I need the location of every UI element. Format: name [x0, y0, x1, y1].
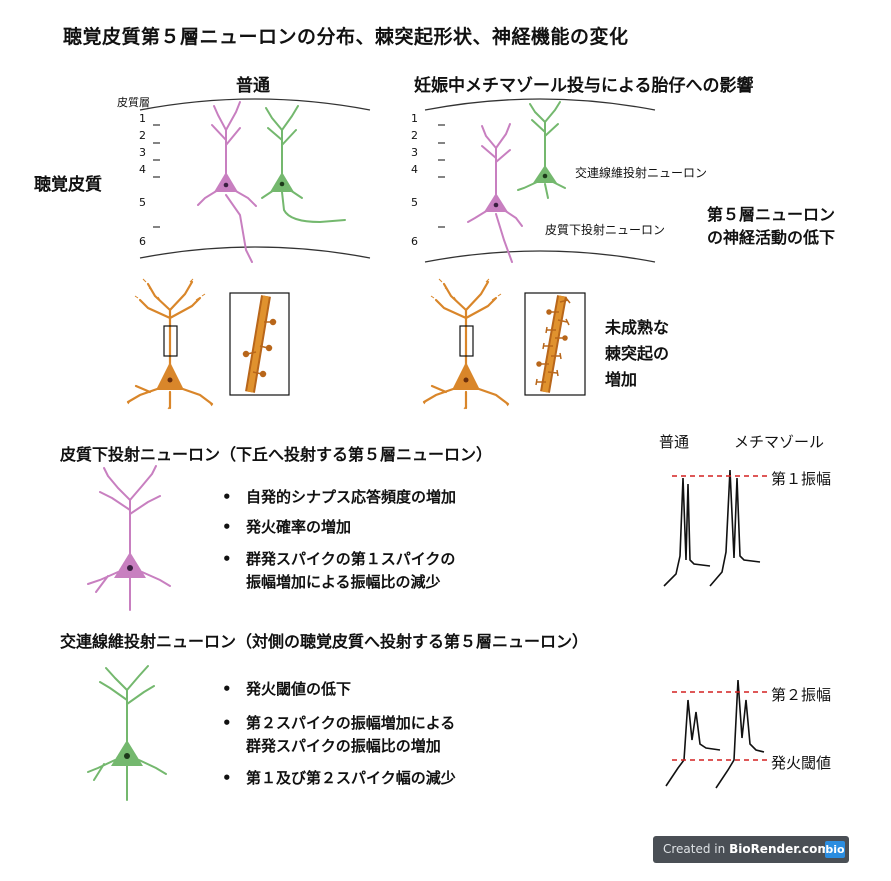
badge-created-text: Created in — [663, 842, 730, 856]
cortex-bottom-right — [424, 250, 656, 263]
green-neuron-section2 — [87, 665, 167, 801]
layer-number: 6 — [139, 235, 146, 248]
section1-bullet-2: 発火確率の増加 — [246, 518, 352, 536]
green-neuron-normal — [261, 105, 346, 224]
section2-bullet-3: 第１及び第２スパイク幅の減少 — [246, 769, 456, 787]
layer-number: 2 — [139, 129, 146, 142]
activity-note-line2: の神経活動の低下 — [707, 228, 836, 247]
trace-callosal — [665, 679, 765, 789]
dendrite-zoom-mz-core — [542, 295, 565, 393]
layer-number: 2 — [411, 129, 418, 142]
layer-number: 5 — [411, 196, 418, 209]
section1-bullet-dot: • — [222, 488, 232, 506]
pink-neuron-normal — [197, 101, 257, 263]
badge-text: Created in BioRender.com — [663, 842, 830, 856]
cortex-surface-right — [424, 98, 656, 111]
pink-neuron-section1 — [87, 465, 171, 611]
layer-ticks-right — [438, 124, 445, 228]
pink-nucleus-mz — [493, 202, 499, 208]
pink-nucleus-normal — [223, 182, 229, 188]
orange-fuzz-normal — [127, 278, 213, 410]
pink-soma-mz — [484, 193, 508, 212]
orange-nucleus-mz — [463, 377, 469, 383]
layer-number: 1 — [139, 112, 146, 125]
trace-subcortical — [663, 469, 761, 587]
section2-title: 交連線維投射ニューロン（対側の聴覚皮質へ投射する第５層ニューロン） — [60, 632, 589, 651]
section1-bullet-3a: 群発スパイクの第１スパイクの — [246, 550, 456, 568]
amp1-label: 第１振幅 — [771, 470, 832, 488]
section2-bullet-dot: • — [222, 680, 232, 698]
pink-neuron-mz — [467, 123, 523, 263]
section1-bullet-3b: 振幅増加による振幅比の減少 — [246, 573, 441, 591]
orange-nucleus-normal — [167, 377, 173, 383]
trace-header-normal: 普通 — [659, 433, 690, 451]
section1-bullet-dot: • — [222, 518, 232, 536]
green-nucleus-normal — [279, 181, 285, 187]
layer-number: 5 — [139, 196, 146, 209]
activity-note-line1: 第５層ニューロン — [707, 205, 836, 224]
subcortical-neuron-label: 皮質下投射ニューロン — [545, 223, 666, 237]
section2-bullet-2b: 群発スパイクの振幅比の増加 — [246, 737, 441, 755]
orange-fuzz-mz — [423, 278, 509, 410]
green-nucleus-section2 — [124, 753, 130, 759]
section2-bullet-1: 発火閾値の低下 — [246, 680, 352, 698]
panel-title-normal: 普通 — [236, 76, 270, 96]
orange-neuron-mz — [422, 280, 510, 410]
threshold-label: 発火閾値 — [771, 754, 832, 772]
orange-soma-mz — [452, 362, 480, 390]
badge-brand-text: BioRender.com — [729, 842, 830, 856]
spine-note-line2: 棘突起の — [605, 344, 670, 363]
zoom-box-normal — [163, 325, 178, 357]
layer-number: 1 — [411, 112, 418, 125]
spine-note-line3: 増加 — [605, 370, 638, 389]
figure-title: 聴覚皮質第５層ニューロンの分布、棘突起形状、神経機能の変化 — [63, 26, 629, 48]
biorender-badge[interactable]: Created in BioRender.com bio — [653, 836, 849, 863]
cortex-layer-label: 皮質層 — [117, 96, 150, 109]
section1-bullet-dot: • — [222, 550, 232, 568]
auditory-cortex-label: 聴覚皮質 — [34, 175, 102, 195]
layer-number: 4 — [411, 163, 418, 176]
spines-mz — [535, 297, 571, 386]
panel-title-mz: 妊娠中メチマゾール投与による胎仔への影響 — [414, 76, 754, 96]
cortex-bottom-left — [139, 246, 371, 259]
layer-ticks-left — [153, 124, 160, 228]
spine-note-line1: 未成熟な — [605, 318, 670, 337]
bio-logo-icon: bio — [825, 841, 845, 858]
section1-bullet-1: 自発的シナプス応答頻度の増加 — [246, 488, 457, 506]
layer-number: 3 — [411, 146, 418, 159]
section2-bullet-dot: • — [222, 769, 232, 787]
cortex-surface-left — [139, 98, 371, 111]
green-nucleus-mz — [542, 173, 548, 179]
dendrite-zoom-normal-core — [247, 295, 269, 393]
layer-number: 4 — [139, 163, 146, 176]
section2-bullet-dot: • — [222, 714, 232, 732]
callosal-neuron-label: 交連線維投射ニューロン — [575, 166, 708, 180]
pink-soma-normal — [214, 172, 238, 192]
amp2-label: 第２振幅 — [771, 686, 832, 704]
section2-bullet-2a: 第２スパイクの振幅増加による — [246, 714, 456, 732]
orange-soma-normal — [156, 362, 184, 390]
layer-number: 3 — [139, 146, 146, 159]
pink-nucleus-section1 — [127, 565, 133, 571]
zoom-box-mz — [459, 325, 474, 357]
layer-number: 6 — [411, 235, 418, 248]
section1-title: 皮質下投射ニューロン（下丘へ投射する第５層ニューロン） — [60, 445, 493, 464]
trace-header-mz: メチマゾール — [734, 433, 825, 451]
spines-normal — [242, 318, 277, 378]
green-neuron-mz — [517, 101, 566, 199]
